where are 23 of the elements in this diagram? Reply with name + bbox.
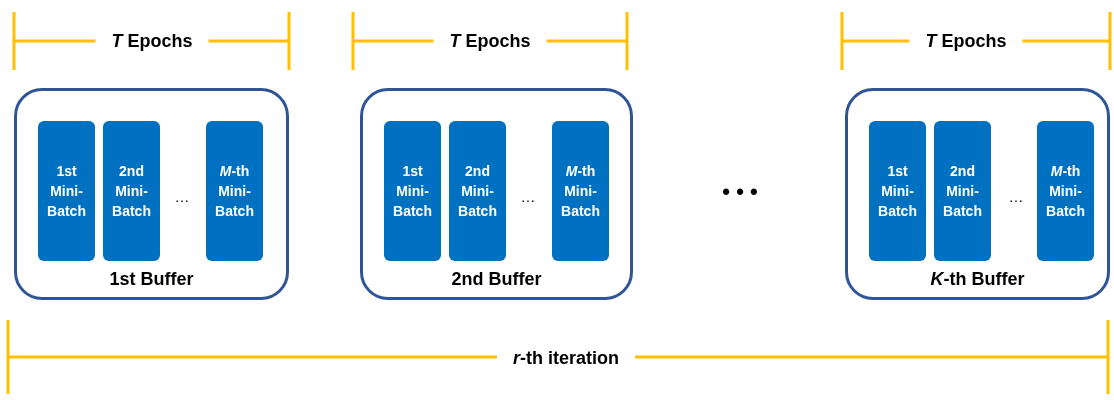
- dimension-label: T Epochs: [95, 32, 209, 50]
- mini-batch-block: M-th Mini-Batch: [1037, 121, 1094, 261]
- mini-batch-block: 2nd Mini-Batch: [934, 121, 991, 261]
- mini-batch-block: M-th Mini-Batch: [206, 121, 263, 261]
- ellipsis: …: [174, 188, 190, 204]
- buffer-container: [360, 88, 633, 300]
- mini-batch-block: M-th Mini-Batch: [552, 121, 609, 261]
- dimension-label: T Epochs: [909, 32, 1023, 50]
- ellipsis: …: [520, 188, 536, 204]
- buffer-label: 1st Buffer: [108, 268, 195, 291]
- ellipsis: …: [1008, 188, 1024, 204]
- mini-batch-block: 2nd Mini-Batch: [449, 121, 506, 261]
- buffer-container: [845, 88, 1110, 300]
- mini-batch-block: 1st Mini-Batch: [384, 121, 441, 261]
- buffer-label: K-th Buffer: [929, 268, 1026, 291]
- ellipsis: • • •: [722, 181, 758, 203]
- dimension-label: r-th iteration: [497, 349, 635, 367]
- dimension-label: T Epochs: [433, 32, 547, 50]
- mini-batch-block: 1st Mini-Batch: [38, 121, 95, 261]
- buffer-container: [14, 88, 289, 300]
- mini-batch-block: 1st Mini-Batch: [869, 121, 926, 261]
- mini-batch-block: 2nd Mini-Batch: [103, 121, 160, 261]
- buffer-label: 2nd Buffer: [450, 268, 543, 291]
